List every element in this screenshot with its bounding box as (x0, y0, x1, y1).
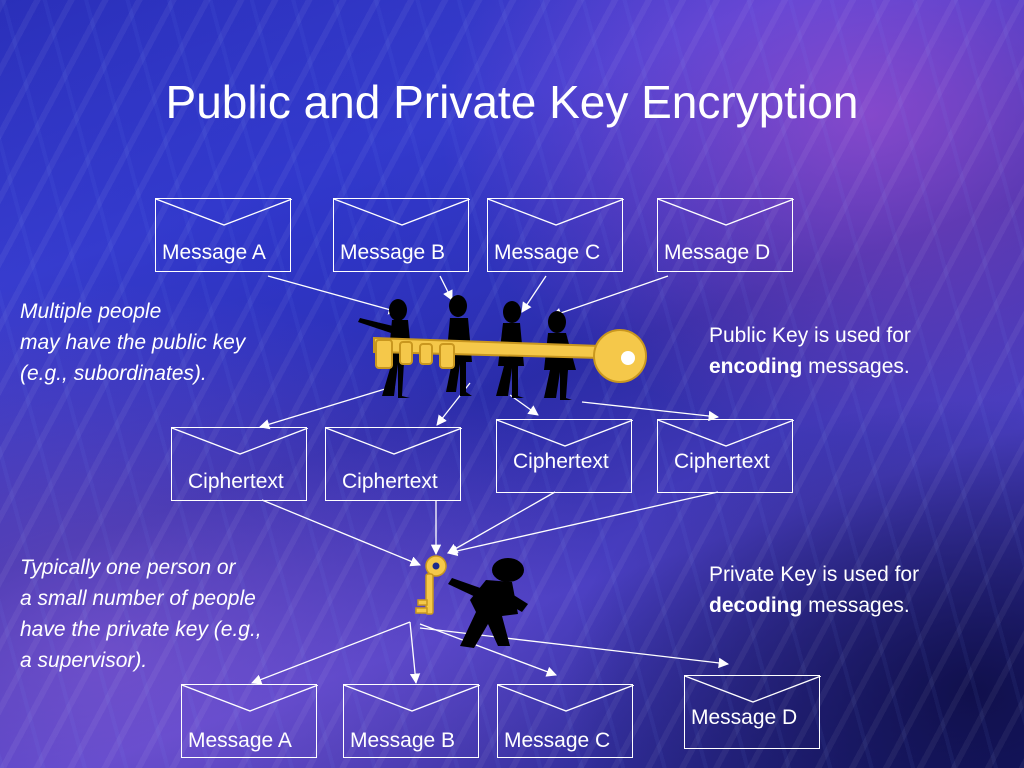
note-line: a small number of people (20, 587, 256, 610)
arrow-supervisor-to-msg-b (409, 621, 421, 685)
envelope-flap (172, 428, 308, 455)
envelope-label: Message A (162, 241, 266, 264)
note-line: Multiple people (20, 300, 162, 323)
envelope-label: Ciphertext (188, 470, 284, 493)
envelope-message-b-top: Message B (333, 198, 470, 272)
envelope-flap (497, 420, 633, 447)
usage-rest: messages. (802, 355, 910, 378)
arrow-group-to-cipher-3 (509, 394, 539, 416)
public-key-holders-note: Multiple people may have the public key … (20, 296, 245, 389)
envelope-message-b-bottom: Message B (343, 684, 480, 758)
envelope-ciphertext-2: Ciphertext (325, 427, 462, 501)
envelope-flap (685, 676, 821, 703)
arrow-group-to-cipher-4 (581, 401, 720, 422)
note-line: Typically one person or (20, 556, 236, 579)
arrow-supervisor-to-msg-a (251, 621, 411, 685)
arrow-msg-a-to-group (267, 275, 400, 315)
envelope-label: Message A (188, 729, 292, 752)
usage-line: Public Key is used for (709, 324, 911, 347)
envelope-label: Message C (494, 241, 601, 264)
arrow-cipher-1-to-supervisor (261, 499, 421, 567)
envelope-flap (156, 199, 292, 226)
envelope-flap (334, 199, 470, 226)
arrow-supervisor-to-msg-c (419, 623, 557, 677)
envelope-ciphertext-4: Ciphertext (657, 419, 794, 493)
private-key-icon (415, 555, 447, 615)
envelope-ciphertext-3: Ciphertext (496, 419, 633, 493)
private-key-holders-note: Typically one person or a small number o… (20, 552, 262, 676)
arrow-msg-b-to-group (439, 275, 453, 301)
usage-line: encoding messages. (709, 351, 911, 382)
envelope-label: Ciphertext (513, 450, 609, 473)
envelope-message-a-top: Message A (155, 198, 292, 272)
envelope-message-a-bottom: Message A (181, 684, 318, 758)
envelope-label: Message D (691, 706, 798, 729)
page-title: Public and Private Key Encryption (165, 76, 859, 128)
arrow-msg-d-to-group (551, 275, 669, 318)
envelope-label: Ciphertext (342, 470, 438, 493)
envelope-label: Ciphertext (674, 450, 770, 473)
envelope-flap (344, 685, 480, 712)
envelope-message-c-bottom: Message C (497, 684, 634, 758)
envelope-message-c-top: Message C (487, 198, 624, 272)
envelope-label: Message C (504, 729, 611, 752)
usage-line: Private Key is used for (709, 563, 920, 586)
public-key-usage-text: Public Key is used for encoding messages… (709, 320, 911, 382)
supervisor-icon (448, 558, 528, 648)
usage-rest: messages. (802, 594, 910, 617)
arrow-msg-c-to-group (521, 275, 547, 313)
public-key-icon (373, 329, 647, 383)
arrow-cipher-4-to-supervisor (446, 491, 719, 557)
envelope-label: Message B (350, 729, 456, 752)
envelope-flap (658, 420, 794, 447)
usage-line: decoding messages. (709, 590, 919, 621)
usage-emphasis: encoding (709, 355, 803, 378)
envelope-label: Message B (340, 241, 446, 264)
note-line: have the private key (e.g., (20, 618, 262, 641)
arrow-cipher-3-to-supervisor (447, 491, 556, 554)
envelope-ciphertext-1: Ciphertext (171, 427, 308, 501)
envelope-label: Message D (664, 241, 771, 264)
note-line: (e.g., subordinates). (20, 362, 207, 385)
envelope-flap (488, 199, 624, 226)
envelope-flap (658, 199, 794, 226)
envelope-flap (326, 428, 462, 455)
envelope-message-d-top: Message D (657, 198, 794, 272)
arrow-group-to-cipher-1 (259, 385, 396, 430)
note-line: may have the public key (20, 331, 246, 354)
private-key-usage-text: Private Key is used for decoding message… (709, 559, 919, 621)
envelope-message-d-bottom: Message D (684, 675, 821, 749)
envelope-flap (498, 685, 634, 712)
envelope-flap (182, 685, 318, 712)
usage-emphasis: decoding (709, 594, 803, 617)
note-line: a supervisor). (20, 649, 148, 672)
